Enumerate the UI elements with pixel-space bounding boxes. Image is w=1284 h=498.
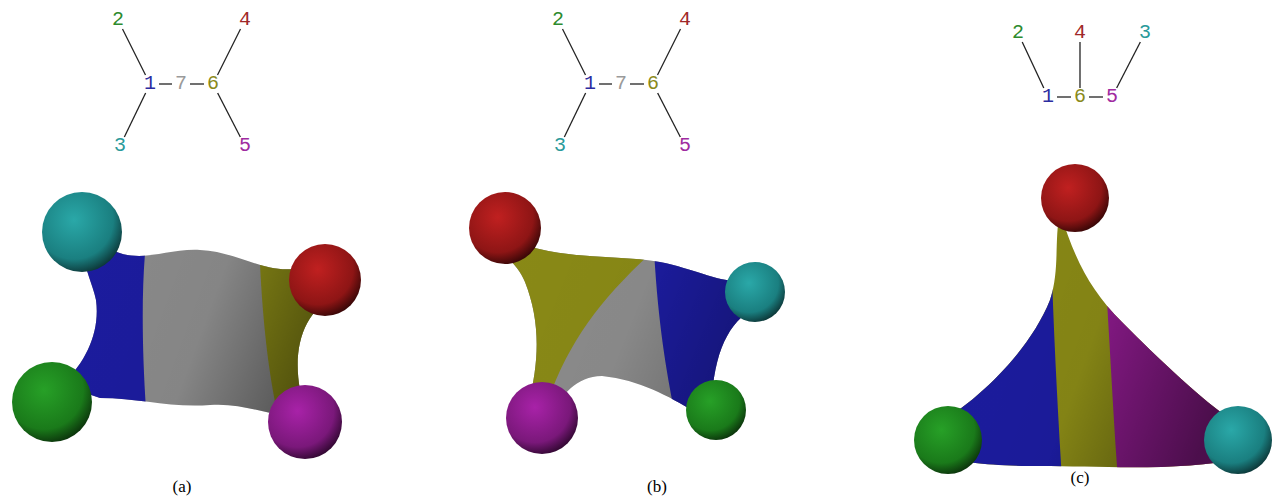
edge-line [1022,42,1044,88]
tree-edge [217,29,240,75]
node-number: 7 [175,73,187,95]
tree-edge [658,93,681,137]
tree-node: 1 [583,73,597,95]
tree-edge [122,29,145,75]
teal-ball [42,192,122,272]
tree-node: 6 [206,73,220,95]
tree-node: 6 [646,73,660,95]
tree-edge [562,29,585,75]
node-number: 2 [552,9,564,31]
panel-caption: (a) [173,477,192,497]
edge-line [657,29,680,75]
node-number: 5 [679,135,691,157]
node-number: 2 [112,9,124,31]
node-number: 6 [1074,86,1086,108]
edge-line [1057,96,1071,97]
edge-line [1089,96,1103,97]
teal-ball [1204,406,1272,474]
green-ball [12,362,92,442]
node-number: 6 [647,73,659,95]
tree-edge [1057,97,1071,98]
green-ball [914,406,982,474]
tree-edge [630,84,644,85]
tree-edge [159,84,172,85]
tree-node: 5 [1105,86,1119,108]
tree-node: 2 [551,9,565,31]
node-number: 1 [1042,86,1054,108]
purple-ball [506,382,578,454]
node-number: 1 [144,73,156,95]
node-number: 7 [615,73,627,95]
node-number: 1 [584,73,596,95]
red-ball [469,192,541,264]
tree-edge [190,84,204,85]
tree-node: 4 [678,9,692,31]
edge-line [159,83,172,84]
tree-node: 3 [113,135,127,157]
edge-line [218,93,241,137]
node-number: 4 [679,9,691,31]
edge-line [564,93,585,137]
tree-node: 3 [553,135,567,157]
tree-node: 5 [238,135,252,157]
tree-node: 3 [1138,22,1152,44]
tree-edge [1117,42,1141,88]
purple-ball [268,385,342,459]
tree-node: 6 [1073,86,1087,108]
tree-edge [1022,42,1044,88]
tree-edge [564,93,585,137]
node-number: 2 [1012,22,1024,44]
node-number: 5 [239,135,251,157]
tree-edge [599,84,612,85]
edge-line [562,29,585,75]
edge-line [630,83,644,84]
edge-line [1117,42,1141,88]
edge-line [217,29,240,75]
tree-edge [657,29,680,75]
node-number: 5 [1106,86,1118,108]
tree-node: 1 [143,73,157,95]
tree-edge [1089,97,1103,98]
edge-line [190,83,204,84]
panel-caption: (b) [647,477,667,497]
tree-node: 2 [1011,22,1025,44]
red-ball [1041,164,1109,232]
tree-node: 7 [614,73,628,95]
tree-edge [124,93,145,137]
tree-node: 5 [678,135,692,157]
node-number: 3 [114,135,126,157]
edge-line [122,29,145,75]
tree-edge [1079,42,1080,88]
tree-node: 4 [238,9,252,31]
tree-node: 7 [174,73,188,95]
panel-caption: (c) [1071,468,1090,488]
node-number: 4 [239,9,251,31]
edge-line [599,83,612,84]
red-ball [289,244,361,316]
node-number: 3 [554,135,566,157]
node-number: 4 [1074,22,1086,44]
tree-node: 1 [1041,86,1055,108]
edge-line [658,93,681,137]
edge-line [124,93,145,137]
tree-node: 4 [1073,22,1087,44]
teal-ball [725,262,785,322]
node-number: 6 [207,73,219,95]
green-ball [686,380,746,440]
edge-line [1079,42,1080,88]
tree-node: 2 [111,9,125,31]
node-number: 3 [1139,22,1151,44]
tree-edge [218,93,241,137]
